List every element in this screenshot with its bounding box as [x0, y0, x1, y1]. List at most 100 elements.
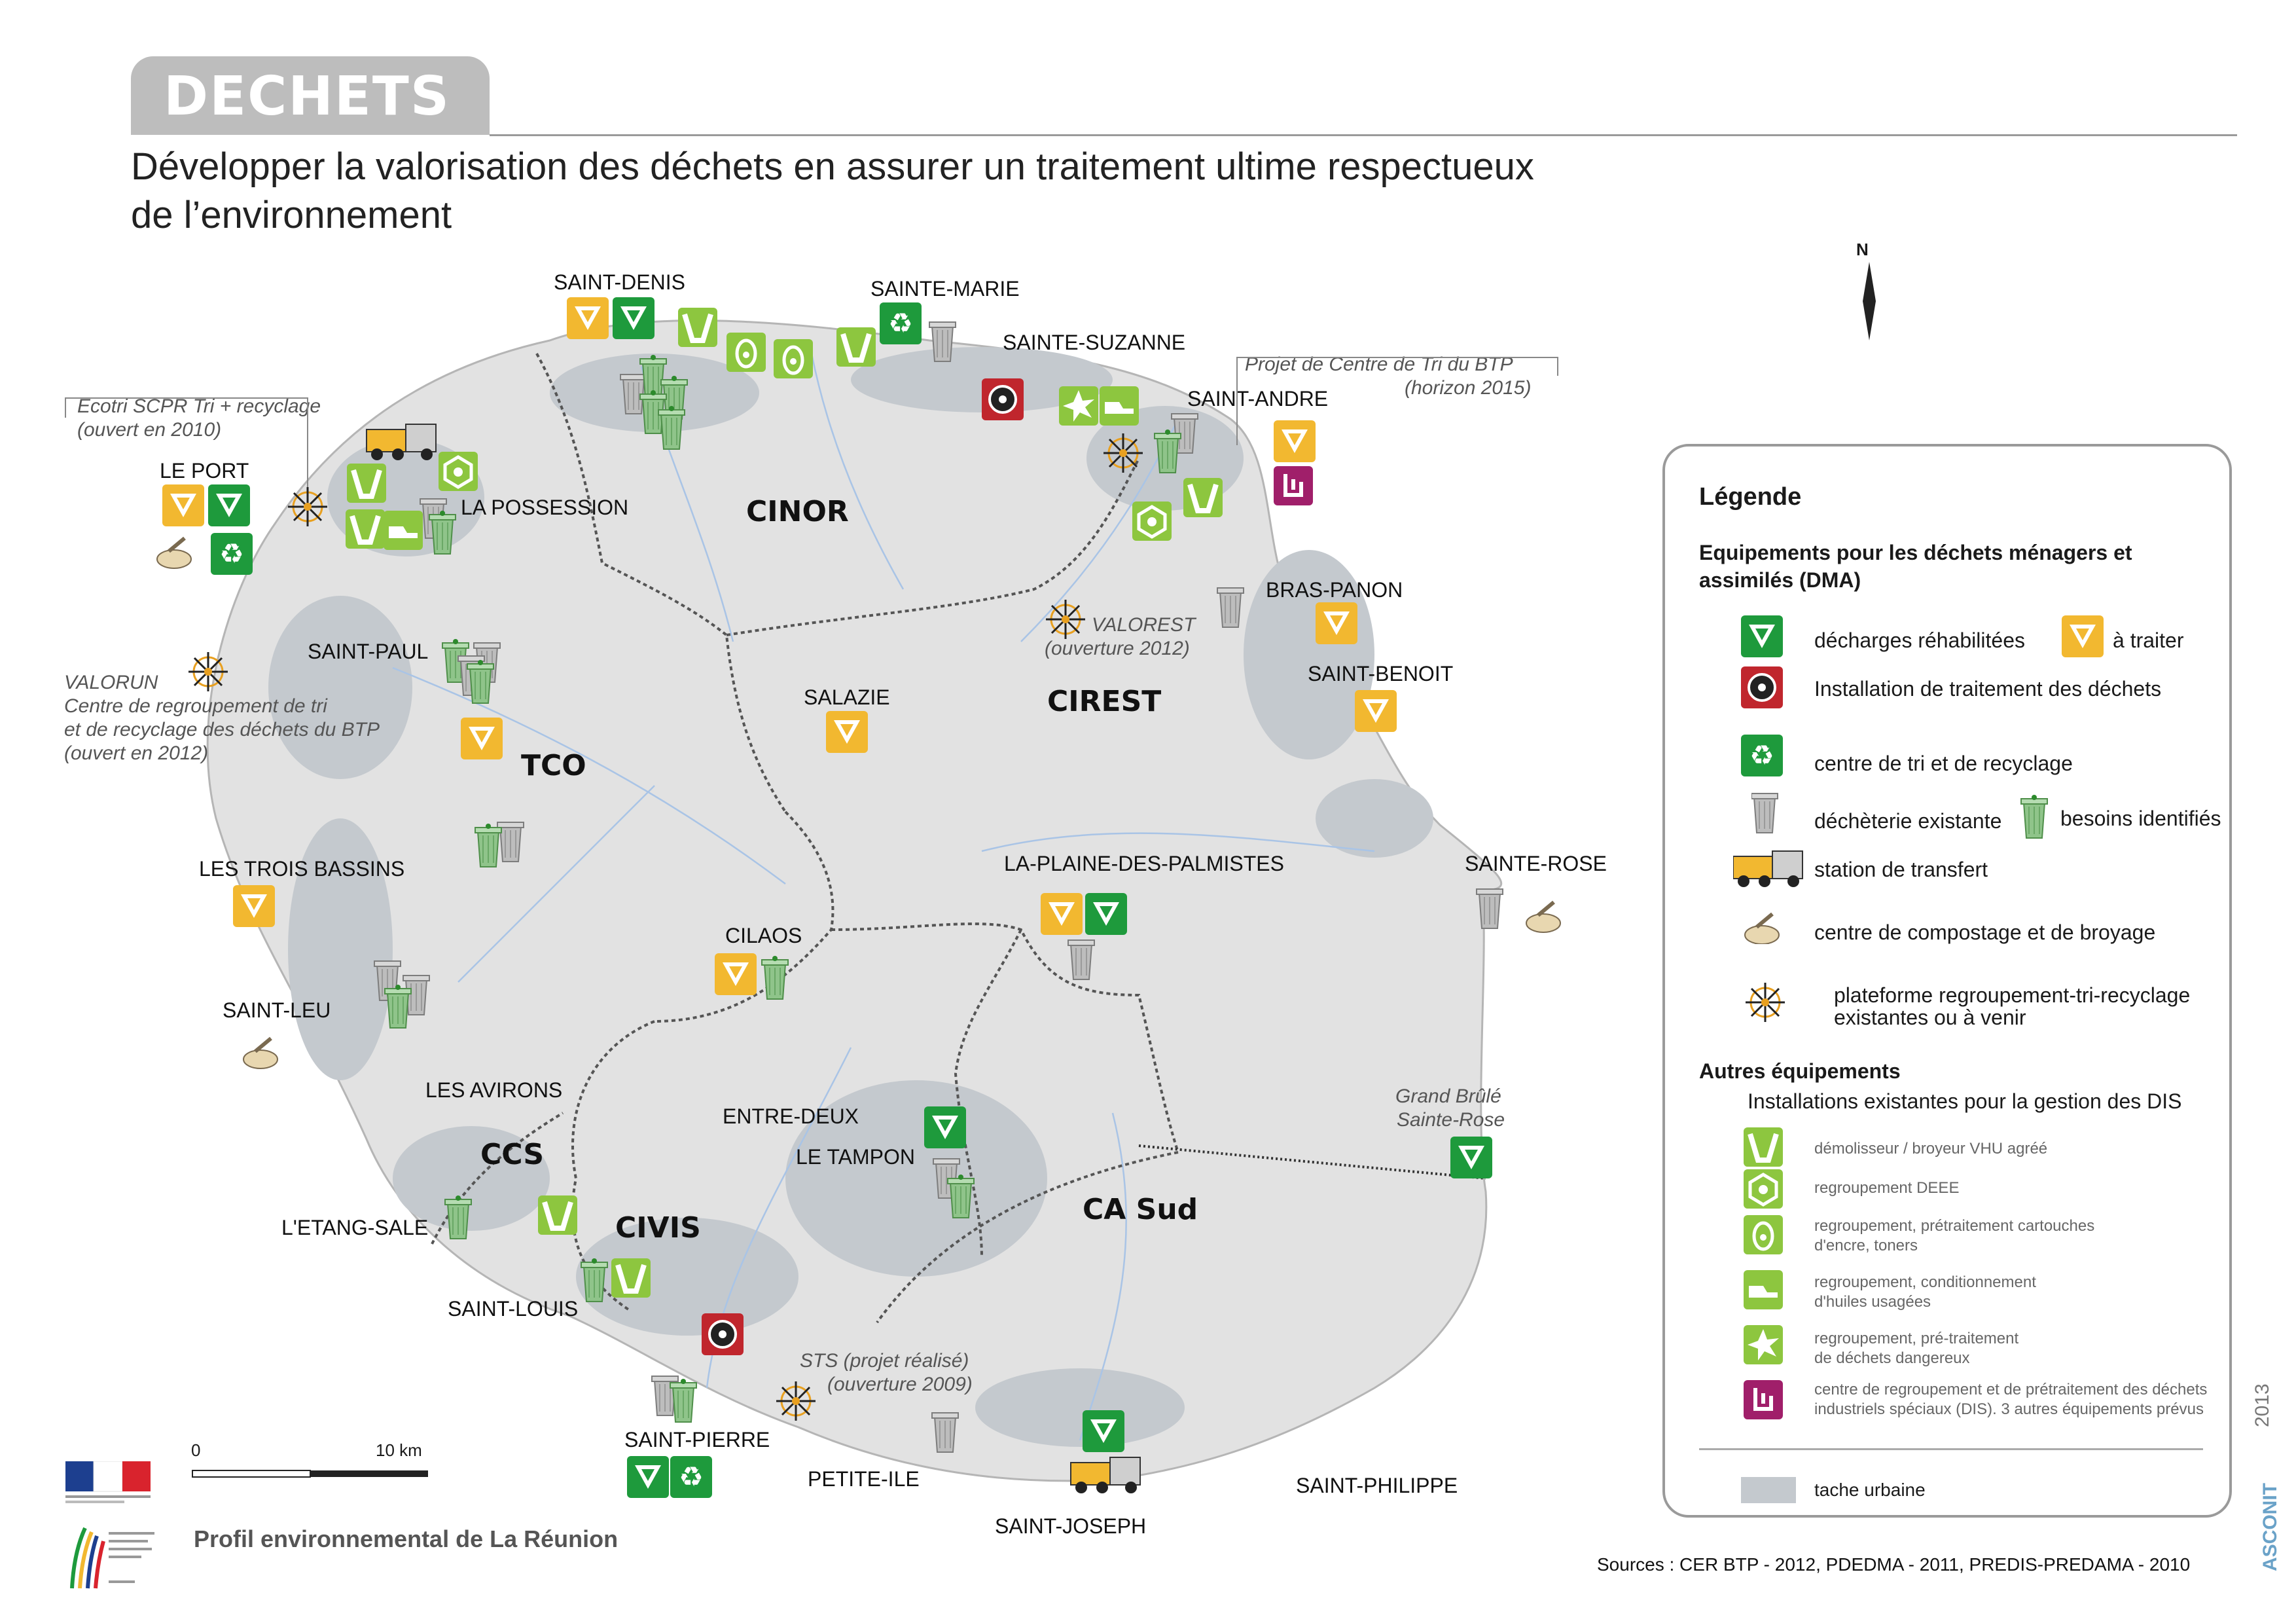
- annotation-sts-2: (ouverture 2009): [827, 1374, 973, 1395]
- symbol-vhu-icon: [678, 308, 717, 347]
- legend-huiles-icon: [1744, 1270, 1783, 1309]
- symbol-a-traiter-icon: [826, 711, 868, 753]
- symbol-compostage-icon: [157, 538, 191, 568]
- label-petite-ile: PETITE-ILE: [808, 1467, 920, 1491]
- sources-text: Sources : CER BTP - 2012, PDEDMA - 2011,…: [1597, 1554, 2191, 1575]
- symbol-a-traiter-icon: [567, 297, 609, 339]
- symbol-plateforme-icon: [287, 486, 329, 528]
- footer-title: Profil environnemental de La Réunion: [194, 1525, 619, 1552]
- symbol-a-traiter-icon: [1355, 690, 1397, 732]
- header-rule: [490, 134, 2237, 136]
- legend-besoins: besoins identifiés: [2060, 807, 2221, 830]
- legend-installation-icon: [1741, 666, 1784, 710]
- annotation-sts-1: STS (projet réalisé): [800, 1350, 969, 1372]
- symbol-dis-icon: [1274, 466, 1313, 505]
- symbol-vhu-icon: [347, 464, 386, 503]
- symbol-dangereux-icon: [1059, 386, 1098, 426]
- north-label: N: [1856, 240, 1869, 259]
- label-saint-pierre: SAINT-PIERRE: [624, 1428, 770, 1451]
- symbol-decharge-icon: [613, 297, 655, 339]
- north-arrow-icon: [1863, 262, 1876, 340]
- label-saint-louis: SAINT-LOUIS: [448, 1297, 578, 1321]
- annotation-ecotri-1: Ecotri SCPR Tri + recyclage: [77, 395, 321, 417]
- header-title: DECHETS: [164, 65, 450, 128]
- zone-cirest: CIREST: [1047, 685, 1161, 718]
- annotation-projet-1: Projet de Centre de Tri du BTP: [1245, 354, 1513, 375]
- legend-title: Légende: [1699, 483, 1802, 511]
- annotation-valorest-1: VALOREST: [1092, 614, 1197, 636]
- page-subtitle: Développer la valorisation des déchets e…: [131, 143, 1636, 240]
- legend-transfert: station de transfert: [1814, 858, 1988, 881]
- legend-dis-1: centre de regroupement et de prétraiteme…: [1814, 1381, 2208, 1398]
- symbol-decharge-icon: [1450, 1137, 1492, 1178]
- symbol-huiles-icon: [384, 511, 423, 550]
- legend-installation: Installation de traitement des déchets: [1814, 677, 2162, 701]
- annotation-valorun-2: Centre de regroupement de tri: [64, 695, 328, 717]
- symbol-decharge-icon: [1085, 893, 1127, 935]
- symbol-a-traiter-icon: [233, 885, 275, 927]
- legend-plateforme-icon: [1744, 981, 1786, 1023]
- symbol-tri-icon: [670, 1456, 712, 1498]
- annotation-ecotri-leader: [65, 397, 308, 511]
- symbol-transfert-icon: [366, 424, 437, 461]
- annotation-projet-2: (horizon 2015): [1405, 377, 1531, 399]
- scale-ten: 10 km: [376, 1440, 422, 1460]
- zone-tco: TCO: [521, 749, 586, 782]
- legend-dangereux-icon: [1744, 1325, 1783, 1364]
- label-bras-panon: BRAS-PANON: [1266, 578, 1403, 602]
- legend-plateforme-1: plateforme regroupement-tri-recyclage: [1834, 983, 2191, 1007]
- zone-casud: CA Sud: [1083, 1193, 1198, 1226]
- symbol-vhu-icon: [836, 327, 876, 367]
- symbol-a-traiter-icon: [1316, 602, 1357, 644]
- legend-cartouches-icon: [1744, 1215, 1783, 1254]
- legend-dangereux-1: regroupement, pré-traitement: [1814, 1330, 2019, 1347]
- legend-decharges: décharges réhabilitées: [1814, 629, 2025, 652]
- year-label: 2013: [2251, 1383, 2273, 1427]
- label-saint-leu: SAINT-LEU: [223, 998, 331, 1022]
- label-saint-benoit: SAINT-BENOIT: [1308, 662, 1453, 685]
- symbol-transfert-icon: [1070, 1457, 1141, 1494]
- label-le-tampon: LE TAMPON: [796, 1145, 915, 1169]
- legend-huiles-2: d'huiles usagées: [1814, 1293, 1931, 1311]
- annotation-valorun-1: VALORUN: [64, 672, 158, 693]
- annotation-valorun-4: (ouvert en 2012): [64, 742, 208, 764]
- legend-compostage: centre de compostage et de broyage: [1814, 921, 2156, 944]
- annotation-grand-brule-2: Sainte-Rose: [1397, 1109, 1505, 1131]
- deal-logo: [70, 1527, 154, 1589]
- republique-francaise-logo: [65, 1461, 151, 1503]
- symbol-installation-icon: [700, 1312, 745, 1357]
- symbol-decharge-icon: [208, 484, 250, 526]
- symbol-tri-icon: [880, 302, 922, 344]
- legend-dis-2: industriels spéciaux (DIS). 3 autres équ…: [1814, 1400, 2204, 1418]
- symbol-a-traiter-icon: [461, 718, 503, 759]
- urban-areas: [268, 347, 1433, 1447]
- symbol-compostage-icon: [1526, 902, 1560, 932]
- legend-dma-heading-2: assimilés (DMA): [1699, 568, 1861, 592]
- header-tab: DECHETS: [131, 56, 490, 135]
- annotation-projet-leader: [1236, 357, 1558, 445]
- legend-decheterie: déchèterie existante: [1814, 809, 2002, 833]
- legend-deee: regroupement DEEE: [1814, 1179, 1960, 1197]
- label-sainte-rose: SAINTE-ROSE: [1465, 852, 1607, 875]
- label-saint-philippe: SAINT-PHILIPPE: [1296, 1474, 1458, 1497]
- subtitle-line-2: de l’environnement: [131, 194, 452, 236]
- scale-bar-white: [192, 1470, 311, 1478]
- symbol-vhu-icon: [538, 1195, 577, 1235]
- label-saint-paul: SAINT-PAUL: [308, 640, 428, 663]
- symbol-a-traiter-icon: [1274, 420, 1316, 462]
- legend-cartouches-1: regroupement, prétraitement cartouches: [1814, 1217, 2095, 1235]
- symbol-a-traiter-icon: [1041, 893, 1083, 935]
- symbol-vhu-icon: [611, 1258, 651, 1298]
- legend-dangereux-2: de déchets dangereux: [1814, 1349, 1970, 1367]
- legend-deee-icon: [1744, 1169, 1783, 1209]
- legend-decheterie-icon: [1751, 793, 1778, 833]
- subtitle-line-1: Développer la valorisation des déchets e…: [131, 145, 1534, 188]
- annotation-ecotri-2: (ouvert en 2010): [77, 419, 221, 441]
- legend-divider: [1699, 1448, 2203, 1450]
- label-entre-deux: ENTRE-DEUX: [723, 1104, 859, 1128]
- symbol-decharge-icon: [1083, 1410, 1124, 1452]
- label-saint-andre: SAINT-ANDRE: [1187, 387, 1328, 410]
- symbol-plateforme-icon: [187, 651, 229, 693]
- label-la-possession: LA POSSESSION: [461, 496, 628, 519]
